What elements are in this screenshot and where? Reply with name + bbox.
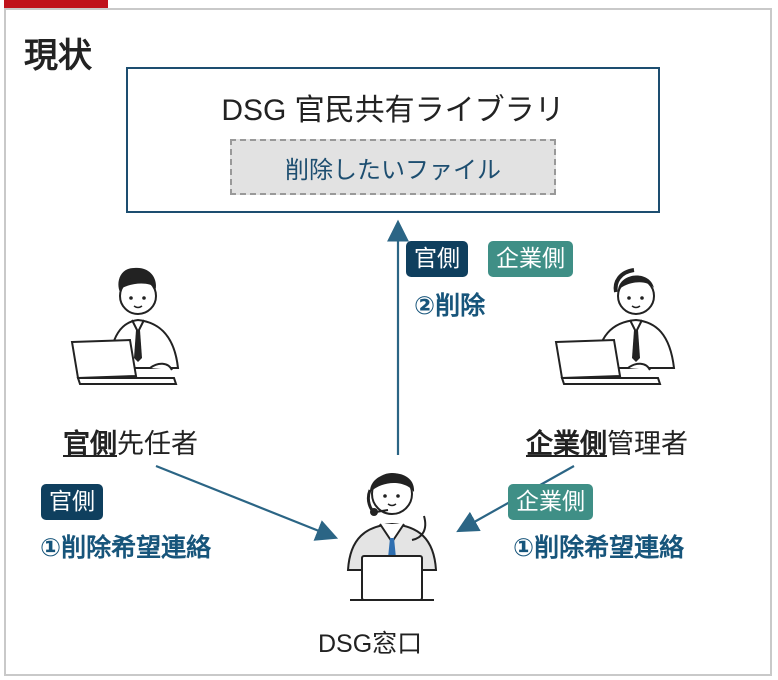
gov-officer-label-rest: 先任者: [117, 429, 198, 460]
left-request-arrow: [155, 464, 339, 541]
title-accent-bar: [4, 0, 108, 8]
corp-badge-delete: 企業側: [488, 241, 573, 277]
corp-admin-label: 企業側管理者: [526, 422, 688, 461]
gov-badge-request: 官側: [41, 484, 103, 520]
corp-badge-request: 企業側: [508, 484, 593, 520]
diagram-frame: [4, 8, 772, 676]
page-title: 現状: [24, 36, 92, 76]
gov-officer-icon: [70, 267, 180, 385]
library-title: DSG 官民共有ライブラリ: [221, 94, 565, 127]
corp-request-step: ①削除希望連絡: [513, 533, 685, 562]
target-file-box: 削除したいファイル: [230, 139, 556, 195]
corp-admin-label-rest: 管理者: [607, 429, 688, 460]
gov-officer-label-bold: 官側: [63, 429, 117, 460]
help-desk-label: DSG窓口: [318, 630, 423, 658]
corp-admin-icon: [554, 268, 676, 385]
gov-badge-delete: 官側: [406, 241, 468, 277]
gov-request-step: ①削除希望連絡: [40, 533, 212, 562]
delete-step-label: ②削除: [414, 291, 486, 320]
target-file-label: 削除したいファイル: [285, 155, 501, 184]
corp-admin-label-bold: 企業側: [526, 429, 607, 460]
help-desk-operator-icon: [346, 473, 438, 601]
gov-officer-label: 官側先任者: [63, 422, 198, 461]
shared-library-box: DSG 官民共有ライブラリ 削除したいファイル: [126, 67, 660, 213]
